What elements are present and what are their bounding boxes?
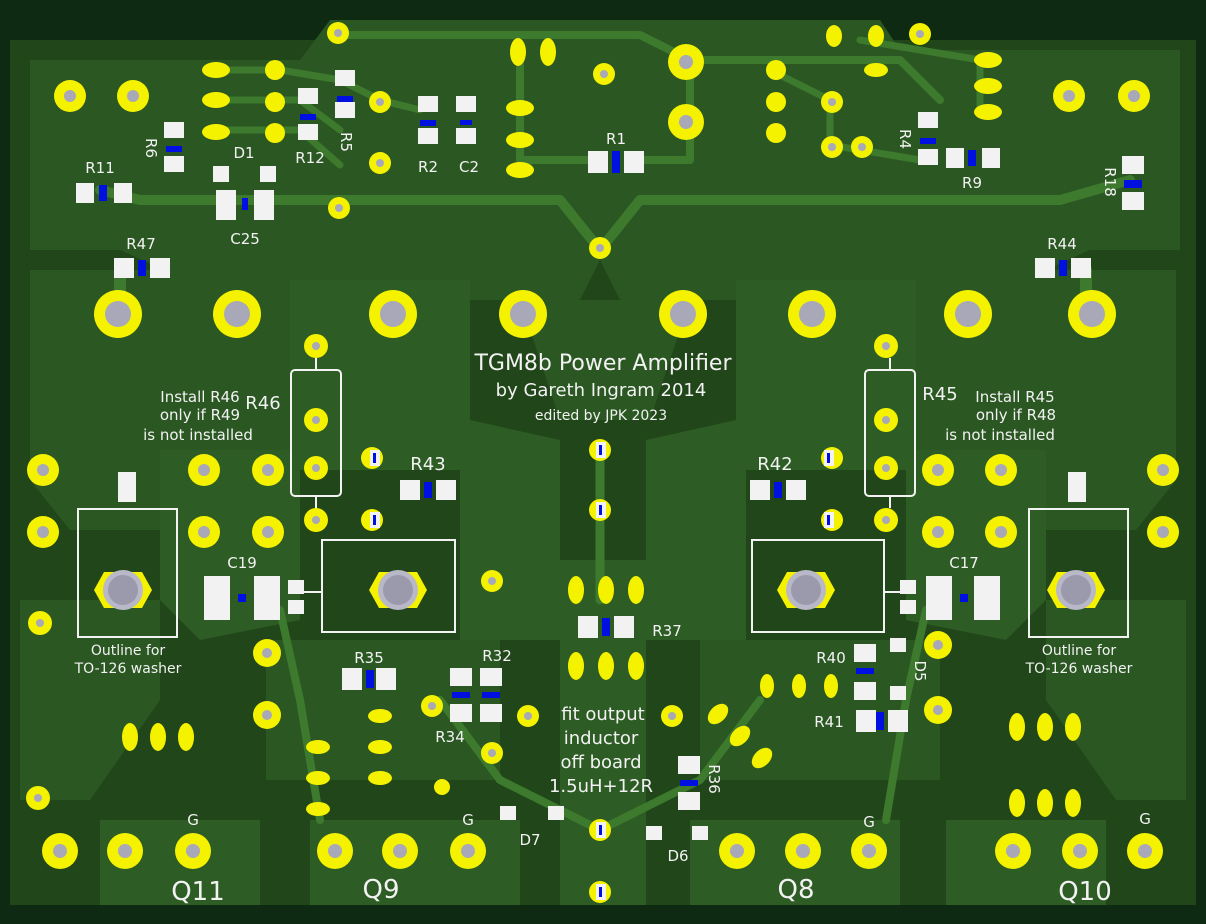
screw-hole xyxy=(94,570,152,610)
ref-r44: R44 xyxy=(1047,235,1077,253)
pad xyxy=(1068,290,1116,338)
pad xyxy=(944,290,992,338)
ref-r40: R40 xyxy=(816,649,846,667)
oval-pads xyxy=(122,25,1081,817)
reference-designators: R1 R2 C2 R12 R5 R6 D1 R11 C25 R47 R4 R9 … xyxy=(85,129,1119,865)
washer-outline-right xyxy=(1028,508,1129,638)
ref-r43: R43 xyxy=(410,454,445,475)
gate-label-q9: G xyxy=(462,811,474,829)
pad xyxy=(213,290,261,338)
ref-d5: D5 xyxy=(911,660,929,681)
q11-label: Q11 xyxy=(171,877,225,907)
ref-r36: R36 xyxy=(705,764,723,794)
ref-r12: R12 xyxy=(295,149,325,167)
board-title: TGM8b Power Amplifier xyxy=(473,351,732,376)
note-left-line2: only if R49 xyxy=(160,406,240,424)
ref-r4: R4 xyxy=(896,129,914,149)
washer-outline-left xyxy=(77,508,178,638)
ref-r46: R46 xyxy=(245,393,280,414)
large-pads xyxy=(94,290,1116,338)
inductor-line4: 1.5uH+12R xyxy=(549,776,653,797)
ref-r34: R34 xyxy=(435,728,465,746)
ref-r32: R32 xyxy=(482,647,512,665)
washer-right-line1: Outline for xyxy=(1042,643,1117,659)
ref-r6: R6 xyxy=(142,138,160,158)
silkscreen-outlines xyxy=(77,358,1129,638)
pad xyxy=(788,290,836,338)
q8-label: Q8 xyxy=(777,875,814,905)
screw-hole xyxy=(1047,570,1105,610)
note-right-line3: is not installed xyxy=(945,426,1055,444)
blue-markers xyxy=(99,96,1142,897)
ref-r45: R45 xyxy=(922,384,957,405)
ref-r18: R18 xyxy=(1101,167,1119,197)
washer-left-line2: TO-126 washer xyxy=(74,661,182,677)
pad xyxy=(94,290,142,338)
ref-r2: R2 xyxy=(418,158,438,176)
ref-r1: R1 xyxy=(606,130,626,148)
note-right-line2: only if R48 xyxy=(976,406,1056,424)
inductor-line3: off board xyxy=(560,752,641,773)
inductor-line2: inductor xyxy=(564,728,639,749)
screw-holes xyxy=(94,570,1105,610)
ref-r41: R41 xyxy=(814,713,844,731)
washer-left-line1: Outline for xyxy=(91,643,166,659)
to126-outline-right xyxy=(751,539,885,633)
q9-label: Q9 xyxy=(362,875,399,905)
ref-d7: D7 xyxy=(519,831,540,849)
ref-d1: D1 xyxy=(233,144,254,162)
gate-label-q10: G xyxy=(1139,810,1151,828)
pad xyxy=(659,290,707,338)
ref-c17: C17 xyxy=(949,554,979,572)
ref-c19: C19 xyxy=(227,554,257,572)
ref-r9: R9 xyxy=(962,174,982,192)
q10-label: Q10 xyxy=(1058,877,1112,907)
ref-r5: R5 xyxy=(337,132,355,152)
note-left-line3: is not installed xyxy=(143,426,253,444)
ref-r35: R35 xyxy=(354,649,384,667)
ref-c25: C25 xyxy=(230,230,260,248)
gate-label-q11: G xyxy=(187,811,199,829)
note-left-line1: Install R46 xyxy=(160,388,239,406)
ref-r11: R11 xyxy=(85,159,115,177)
screw-hole xyxy=(369,570,427,610)
washer-right-line2: TO-126 washer xyxy=(1025,661,1133,677)
board-byline: by Gareth Ingram 2014 xyxy=(496,380,707,401)
ref-r37: R37 xyxy=(652,622,682,640)
ref-r42: R42 xyxy=(757,454,792,475)
screw-hole xyxy=(777,570,835,610)
note-right-line1: Install R45 xyxy=(975,388,1054,406)
pad xyxy=(369,290,417,338)
to126-outline-left xyxy=(321,539,456,633)
ref-c2: C2 xyxy=(459,158,479,176)
inductor-line1: fit output xyxy=(561,704,645,725)
pad xyxy=(499,290,547,338)
ref-r47: R47 xyxy=(126,235,156,253)
board-edited: edited by JPK 2023 xyxy=(535,408,667,424)
gate-label-q8: G xyxy=(863,813,875,831)
ref-d6: D6 xyxy=(667,847,688,865)
medium-pad-holes xyxy=(37,55,1169,858)
